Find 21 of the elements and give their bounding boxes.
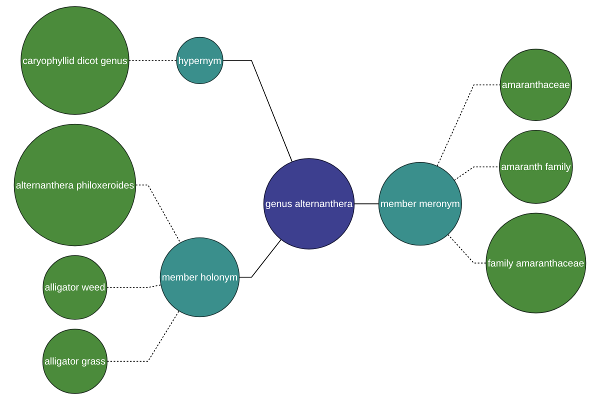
node-circle: hypernym — [176, 36, 224, 84]
connector — [128, 60, 177, 61]
connector — [135, 184, 181, 244]
connector — [354, 203, 380, 204]
node-circle: alligator grass — [42, 328, 108, 394]
node-circle: genus alternanthera — [263, 158, 355, 250]
node-circle: member meronym — [378, 162, 462, 246]
node-circle: member holonym — [160, 237, 240, 318]
node-circle: family amaranthaceae — [486, 212, 586, 314]
connector — [222, 60, 293, 162]
node-circle: alternanthera philoxeroides — [14, 124, 136, 246]
connector — [436, 84, 501, 166]
node-circle: amaranth family — [499, 130, 573, 204]
node-circle: alligator weed — [42, 255, 108, 320]
connector — [454, 166, 500, 181]
connector — [106, 310, 180, 362]
node-circle: caryophyllid dicot genus — [20, 6, 130, 115]
connector — [448, 234, 486, 264]
connector — [106, 284, 162, 288]
connector — [238, 239, 282, 278]
node-circle: amaranthaceae — [500, 48, 572, 121]
